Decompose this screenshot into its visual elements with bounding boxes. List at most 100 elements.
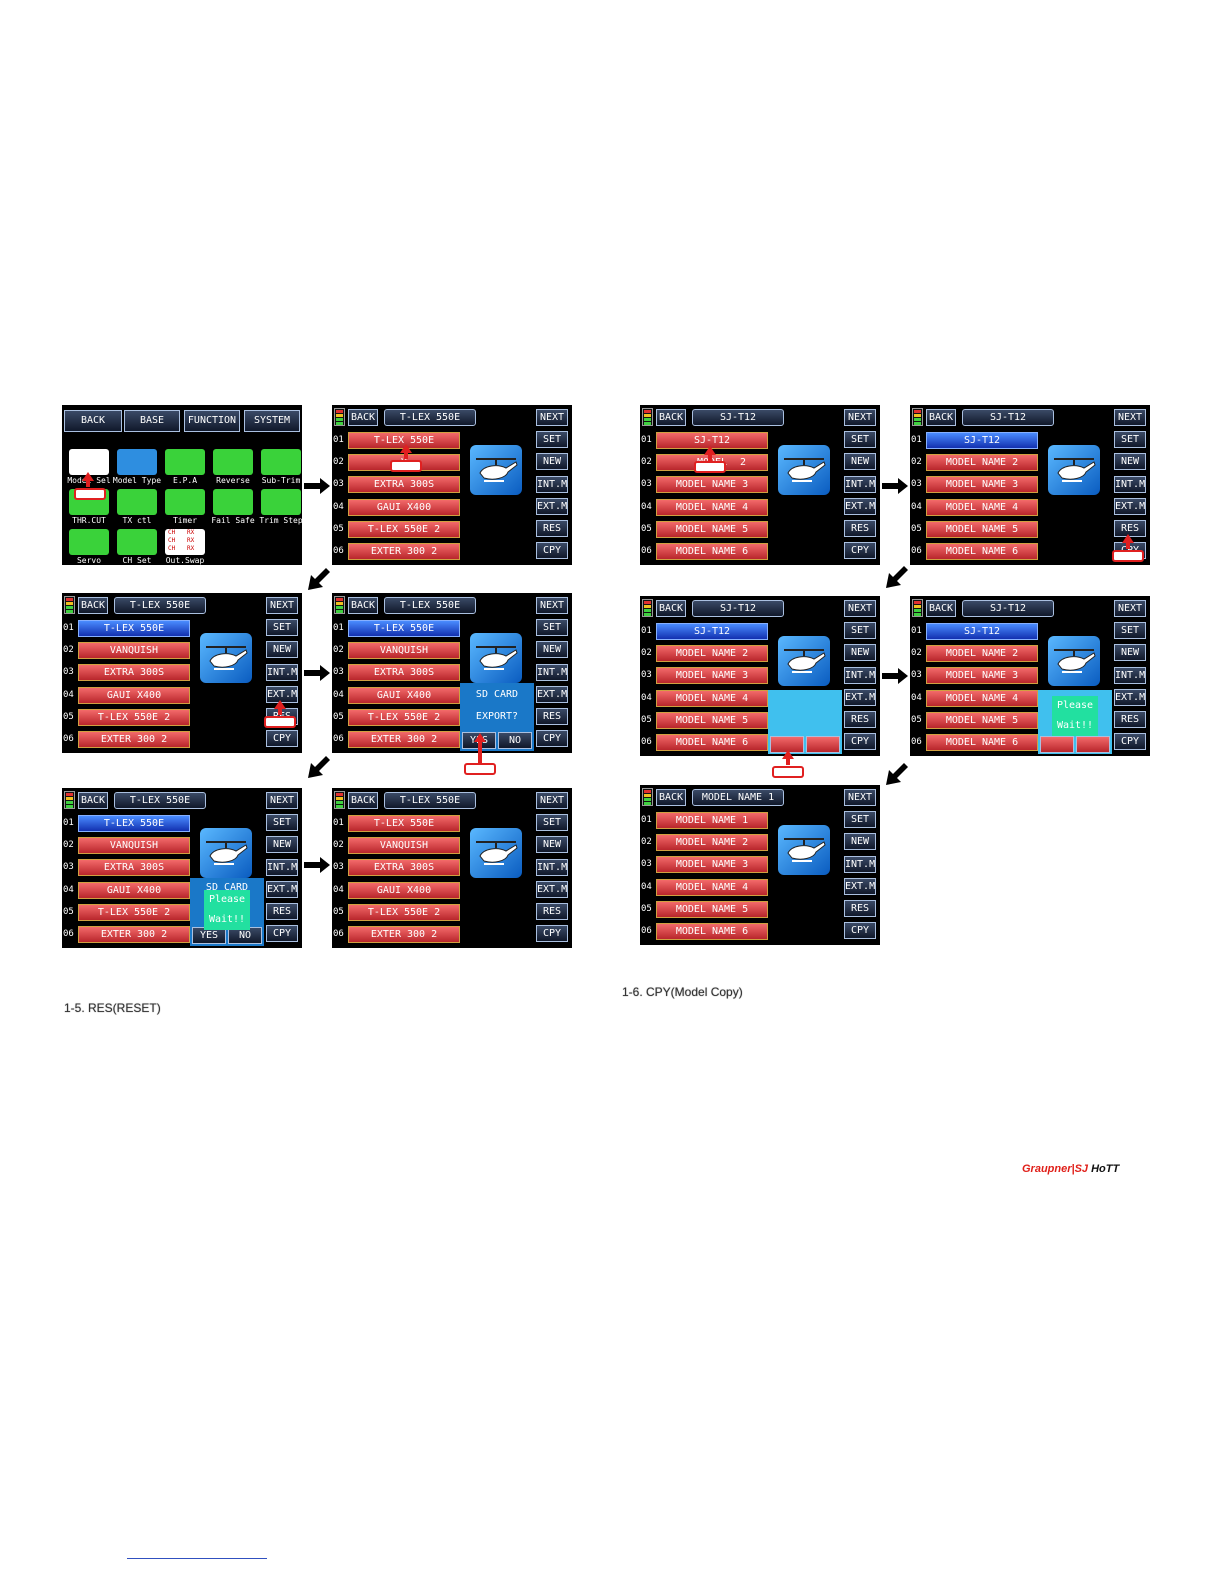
back-button[interactable]: BACK	[348, 792, 378, 809]
model-row[interactable]: T-LEX 550E	[348, 815, 460, 832]
model-row[interactable]: T-LEX 550E 2	[348, 520, 460, 538]
model-row[interactable]: SJ-T12	[926, 432, 1038, 449]
reset-button[interactable]: RES	[844, 711, 876, 728]
copy-button[interactable]: CPY	[844, 922, 876, 940]
model-row[interactable]: VANQUISH	[348, 642, 460, 660]
set-button[interactable]: SET	[844, 811, 876, 829]
ext-memory-button[interactable]: EXT.M	[266, 880, 298, 898]
model-row[interactable]: MODEL NAME 2	[926, 645, 1038, 663]
model-row[interactable]: MODEL NAME 2	[926, 454, 1038, 472]
int-memory-button[interactable]: INT.M	[536, 858, 568, 876]
back-button[interactable]: BACK	[656, 789, 686, 806]
back-button[interactable]: BACK	[926, 409, 956, 426]
model-row[interactable]: EXTRA 300S	[78, 859, 190, 877]
set-button[interactable]: SET	[844, 431, 876, 449]
set-button[interactable]: SET	[266, 619, 298, 637]
servo-icon[interactable]	[69, 529, 109, 555]
int-memory-button[interactable]: INT.M	[1114, 475, 1146, 493]
ext-memory-button[interactable]: EXT.M	[1114, 497, 1146, 515]
model-row[interactable]: EXTRA 300S	[348, 859, 460, 877]
copy-button[interactable]: CPY	[536, 542, 568, 560]
new-button[interactable]: NEW	[536, 836, 568, 854]
int-memory-button[interactable]: INT.M	[536, 663, 568, 681]
new-button[interactable]: NEW	[1114, 644, 1146, 662]
copy-button[interactable]: CPY	[536, 925, 568, 943]
model-row[interactable]: EXTRA 300S	[348, 476, 460, 494]
reset-button[interactable]: RES	[536, 903, 568, 920]
int-memory-button[interactable]: INT.M	[844, 855, 876, 873]
new-button[interactable]: NEW	[536, 641, 568, 659]
model-row[interactable]: MODEL NAME 3	[656, 856, 768, 874]
set-button[interactable]: SET	[266, 814, 298, 832]
model-row[interactable]: MODEL NAME 6	[926, 734, 1038, 751]
next-button[interactable]: NEXT	[844, 789, 876, 806]
ext-memory-button[interactable]: EXT.M	[844, 877, 876, 895]
int-memory-button[interactable]: INT.M	[844, 666, 876, 684]
new-button[interactable]: NEW	[266, 641, 298, 659]
model-row[interactable]: MODEL NAME 2	[656, 645, 768, 663]
copy-button[interactable]: CPY	[1114, 733, 1146, 751]
next-button[interactable]: NEXT	[536, 792, 568, 809]
model-row[interactable]: MODEL NAME 4	[656, 878, 768, 896]
set-button[interactable]: SET	[536, 619, 568, 637]
reset-button[interactable]: RES	[844, 520, 876, 537]
set-button[interactable]: SET	[536, 431, 568, 449]
ext-memory-button[interactable]: EXT.M	[536, 685, 568, 703]
int-memory-button[interactable]: INT.M	[844, 475, 876, 493]
next-button[interactable]: NEXT	[844, 409, 876, 426]
copy-target-button[interactable]	[1076, 736, 1110, 753]
model-row[interactable]: GAUI X400	[348, 881, 460, 899]
model-row[interactable]: EXTER 300 2	[78, 926, 190, 943]
new-button[interactable]: NEW	[844, 453, 876, 471]
model-row[interactable]: EXTER 300 2	[348, 926, 460, 943]
new-button[interactable]: NEW	[536, 453, 568, 471]
copy-button[interactable]: CPY	[844, 733, 876, 751]
copy-button[interactable]: CPY	[536, 730, 568, 748]
model-row[interactable]: MODEL NAME 1	[656, 812, 768, 829]
reset-button[interactable]: RES	[1114, 711, 1146, 728]
system-tab[interactable]: SYSTEM	[244, 410, 300, 432]
reset-button[interactable]: RES	[266, 903, 298, 920]
back-tab[interactable]: BACK	[64, 410, 122, 432]
model-row[interactable]: MODEL NAME 4	[656, 498, 768, 516]
next-button[interactable]: NEXT	[536, 597, 568, 614]
model-row[interactable]: MODEL NAME 4	[656, 689, 768, 707]
reset-button[interactable]: RES	[536, 520, 568, 537]
copy-target-button[interactable]	[1040, 736, 1074, 753]
next-button[interactable]: NEXT	[844, 600, 876, 617]
no-button[interactable]: NO	[498, 732, 532, 749]
next-button[interactable]: NEXT	[1114, 409, 1146, 426]
model-row[interactable]: GAUI X400	[78, 686, 190, 704]
back-button[interactable]: BACK	[348, 597, 378, 614]
model-row[interactable]: EXTER 300 2	[348, 543, 460, 560]
model-row[interactable]: SJ-T12	[926, 623, 1038, 640]
set-button[interactable]: SET	[1114, 431, 1146, 449]
model-row[interactable]: MODEL NAME 6	[656, 543, 768, 560]
model-row[interactable]: EXTER 300 2	[348, 731, 460, 748]
int-memory-button[interactable]: INT.M	[266, 663, 298, 681]
back-button[interactable]: BACK	[656, 409, 686, 426]
trim-step-icon[interactable]	[261, 489, 301, 515]
new-button[interactable]: NEW	[266, 836, 298, 854]
model-row[interactable]: MODEL NAME 3	[656, 476, 768, 494]
new-button[interactable]: NEW	[844, 644, 876, 662]
model-row[interactable]: MODEL NAME 6	[656, 923, 768, 940]
model-row[interactable]: MODEL NAME 4	[926, 498, 1038, 516]
next-button[interactable]: NEXT	[266, 597, 298, 614]
model-row[interactable]: MODEL NAME 3	[926, 476, 1038, 494]
back-button[interactable]: BACK	[78, 597, 108, 614]
model-row[interactable]: T-LEX 550E	[78, 620, 190, 637]
copy-button[interactable]: CPY	[266, 730, 298, 748]
base-tab[interactable]: BASE	[124, 410, 180, 432]
set-button[interactable]: SET	[536, 814, 568, 832]
ext-memory-button[interactable]: EXT.M	[536, 497, 568, 515]
set-button[interactable]: SET	[1114, 622, 1146, 640]
model-row[interactable]: GAUI X400	[78, 881, 190, 899]
model-row[interactable]: T-LEX 550E 2	[78, 903, 190, 921]
model-row[interactable]: T-LEX 550E	[78, 815, 190, 832]
model-row[interactable]: MODEL NAME 2	[656, 834, 768, 852]
model-row[interactable]: GAUI X400	[348, 686, 460, 704]
set-button[interactable]: SET	[844, 622, 876, 640]
reset-button[interactable]: RES	[536, 708, 568, 725]
